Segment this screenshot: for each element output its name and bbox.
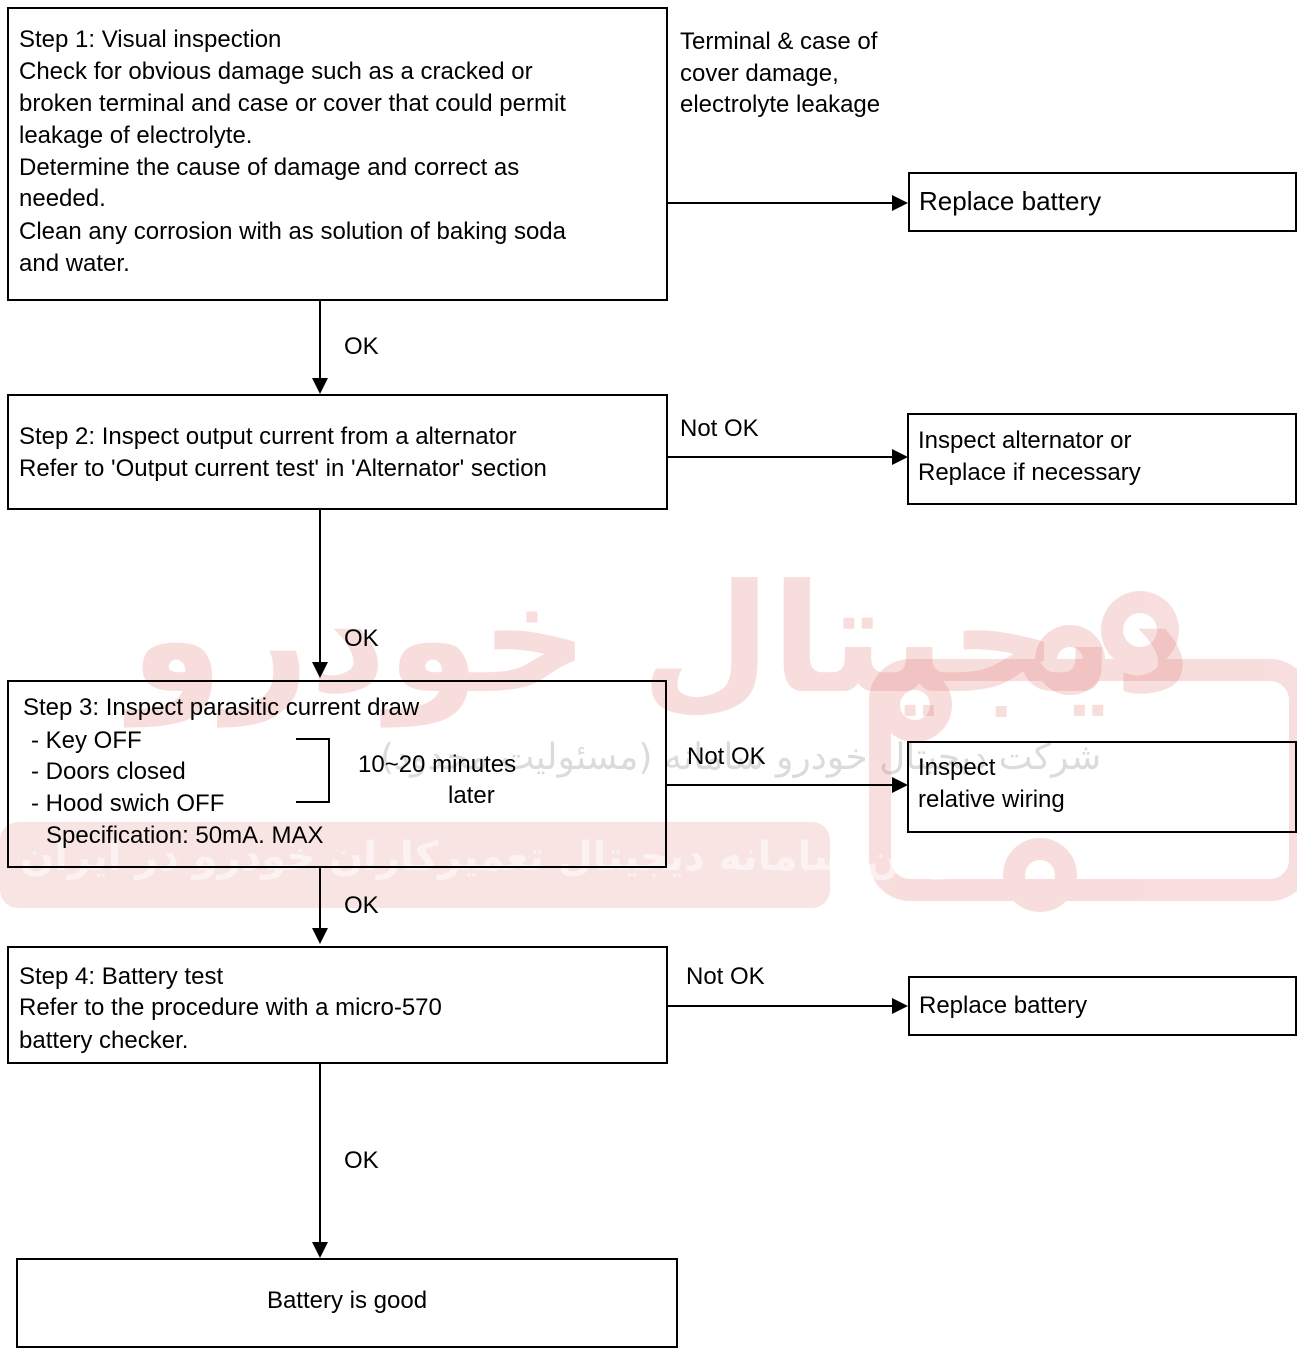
step4-line: battery checker. bbox=[19, 1027, 189, 1054]
inspect-alternator-label: Inspect alternator or bbox=[918, 427, 1132, 454]
step1-line: Determine the cause of damage and correc… bbox=[19, 154, 520, 181]
inspect-wiring-box bbox=[907, 741, 1297, 833]
ok-arrowhead-4 bbox=[312, 1242, 328, 1258]
step2-connector bbox=[668, 456, 894, 458]
step1-line: leakage of electrolyte. bbox=[19, 122, 253, 149]
step1-box bbox=[7, 7, 668, 301]
ok-label-4: OK bbox=[344, 1147, 379, 1174]
step3-not-ok-label: Not OK bbox=[687, 743, 766, 770]
step4-title: Step 4: Battery test bbox=[19, 963, 224, 990]
replace-battery-box-1 bbox=[908, 172, 1297, 232]
step1-condition-label: electrolyte leakage bbox=[680, 91, 881, 118]
step1-connector bbox=[668, 202, 894, 204]
ok-connector-1 bbox=[319, 301, 321, 381]
step3-condition: - Key OFF bbox=[31, 727, 142, 754]
step4-connector bbox=[668, 1005, 894, 1007]
step2-title: Step 2: Inspect output current from a al… bbox=[19, 423, 517, 450]
step3-wait-label: later bbox=[448, 782, 495, 809]
step1-condition-label: Terminal & case of bbox=[680, 28, 878, 55]
step3-connector bbox=[667, 784, 894, 786]
step3-bracket-side bbox=[328, 738, 330, 803]
step3-condition: - Hood swich OFF bbox=[31, 790, 225, 817]
ok-label-1: OK bbox=[344, 333, 379, 360]
step1-title: Step 1: Visual inspection bbox=[19, 26, 282, 53]
ok-arrowhead-1 bbox=[312, 378, 328, 394]
ok-label-2: OK bbox=[344, 625, 379, 652]
step4-box bbox=[7, 946, 668, 1064]
step1-condition-label: cover damage, bbox=[680, 60, 839, 87]
ok-connector-3 bbox=[319, 868, 321, 930]
step1-line: needed. bbox=[19, 185, 106, 212]
step2-arrowhead bbox=[892, 449, 908, 465]
ok-arrowhead-2 bbox=[312, 662, 328, 678]
ok-connector-2 bbox=[319, 510, 321, 664]
step2-not-ok-label: Not OK bbox=[680, 415, 759, 442]
ok-arrowhead-3 bbox=[312, 928, 328, 944]
step4-line: Refer to the procedure with a micro-570 bbox=[19, 994, 442, 1021]
step1-line: and water. bbox=[19, 250, 130, 277]
inspect-alternator-box bbox=[907, 413, 1297, 505]
replace-battery-label-2: Replace battery bbox=[919, 992, 1088, 1019]
inspect-alternator-label: Replace if necessary bbox=[918, 459, 1141, 486]
step1-arrowhead bbox=[892, 195, 908, 211]
inspect-wiring-label: relative wiring bbox=[918, 786, 1065, 813]
step3-wait-label: 10~20 minutes bbox=[358, 751, 517, 778]
battery-good-label: Battery is good bbox=[266, 1287, 428, 1314]
ok-connector-4 bbox=[319, 1064, 321, 1244]
step3-arrowhead bbox=[892, 777, 908, 793]
step3-condition: - Doors closed bbox=[31, 758, 186, 785]
step1-line: Clean any corrosion with as solution of … bbox=[19, 218, 566, 245]
replace-battery-box-2 bbox=[908, 976, 1297, 1036]
step1-line: broken terminal and case or cover that c… bbox=[19, 90, 566, 117]
step2-line: Refer to 'Output current test' in 'Alter… bbox=[19, 455, 547, 482]
step4-not-ok-label: Not OK bbox=[686, 963, 765, 990]
step3-bracket-bottom bbox=[296, 801, 330, 803]
step3-spec: Specification: 50mA. MAX bbox=[46, 822, 324, 849]
step4-arrowhead bbox=[892, 998, 908, 1014]
step2-box bbox=[7, 394, 668, 510]
step3-bracket-top bbox=[296, 738, 330, 740]
step3-title: Step 3: Inspect parasitic current draw bbox=[23, 694, 420, 721]
step1-line: Check for obvious damage such as a crack… bbox=[19, 58, 533, 85]
replace-battery-label-1: Replace battery bbox=[919, 186, 1102, 216]
ok-label-3: OK bbox=[344, 892, 379, 919]
step3-box bbox=[7, 680, 667, 868]
inspect-wiring-label: Inspect bbox=[918, 754, 996, 781]
